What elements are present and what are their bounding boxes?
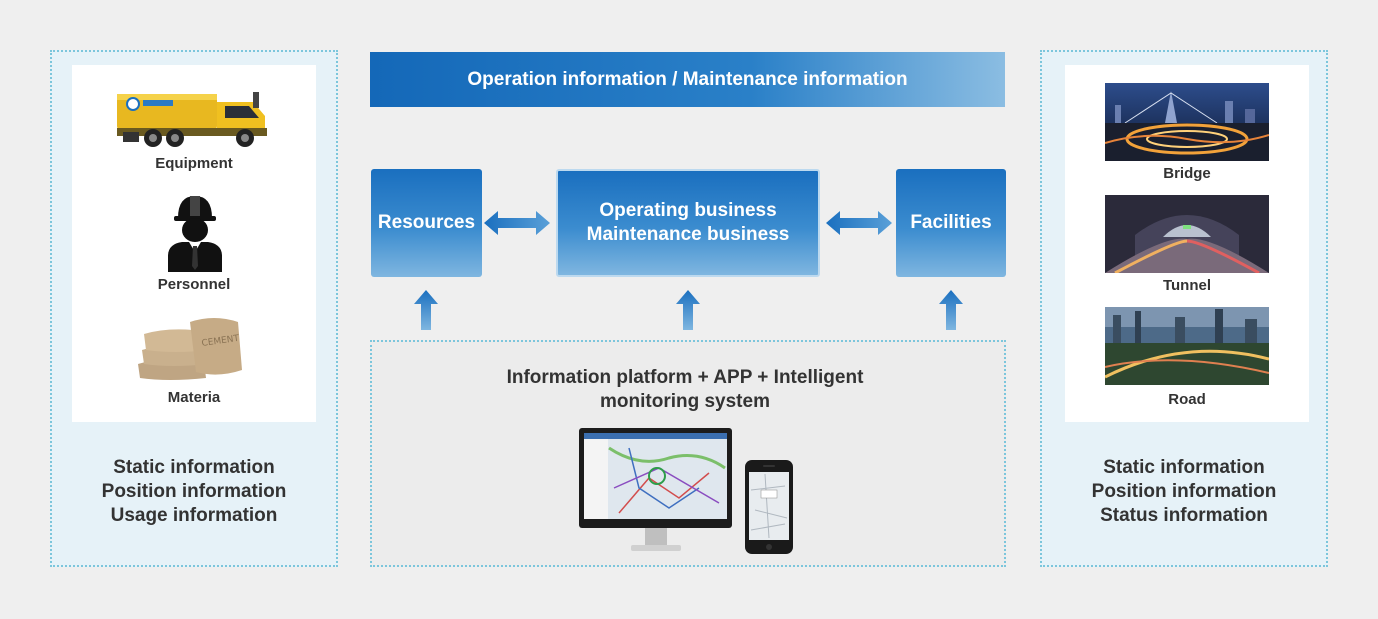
desktop-monitor-map-icon — [579, 428, 732, 551]
up-arrow-icon-business — [676, 290, 700, 330]
street-sweeper-truck-icon — [117, 92, 267, 147]
left-info-block: Static information Position information … — [52, 456, 336, 528]
up-arrow-icon-resources — [414, 290, 438, 330]
right-info-static: Static information — [1103, 457, 1265, 478]
smartphone-map-icon — [745, 460, 793, 554]
tunnel-photo — [1105, 195, 1269, 273]
equipment-label: Equipment — [155, 155, 233, 172]
up-arrow-icon-facilities — [939, 290, 963, 330]
right-info-status: Status information — [1100, 505, 1268, 526]
left-info-position: Position information — [101, 481, 287, 502]
double-arrow-icon-left — [484, 211, 550, 235]
road-label: Road — [1168, 391, 1206, 408]
road-photo — [1105, 307, 1269, 385]
cement-bags-icon: CEMENT — [138, 318, 242, 380]
business-box: Operating business Maintenance business — [556, 169, 820, 277]
resources-box: Resources — [371, 169, 482, 277]
double-arrow-icon-right — [826, 211, 892, 235]
operating-business-text: Operating business — [599, 200, 777, 221]
left-info-usage: Usage information — [110, 505, 278, 526]
personnel-label: Personnel — [157, 276, 231, 293]
left-info-static: Static information — [113, 457, 275, 478]
tunnel-label: Tunnel — [1162, 277, 1212, 294]
bridge-photo — [1105, 83, 1269, 161]
right-info-position: Position information — [1091, 481, 1277, 502]
worker-helmet-icon — [168, 196, 222, 272]
bridge-label: Bridge — [1163, 165, 1211, 182]
materia-label: Materia — [167, 389, 221, 406]
right-info-block: Static information Position information … — [1042, 456, 1326, 528]
maintenance-business-text: Maintenance business — [586, 224, 790, 245]
platform-title: Information platform + APP + Intelligent… — [370, 366, 1000, 414]
platform-title-line2: monitoring system — [600, 391, 770, 412]
operation-banner: Operation information / Maintenance info… — [370, 52, 1005, 107]
facilities-box: Facilities — [896, 169, 1006, 277]
platform-title-line1: Information platform + APP + Intelligent — [506, 367, 864, 388]
